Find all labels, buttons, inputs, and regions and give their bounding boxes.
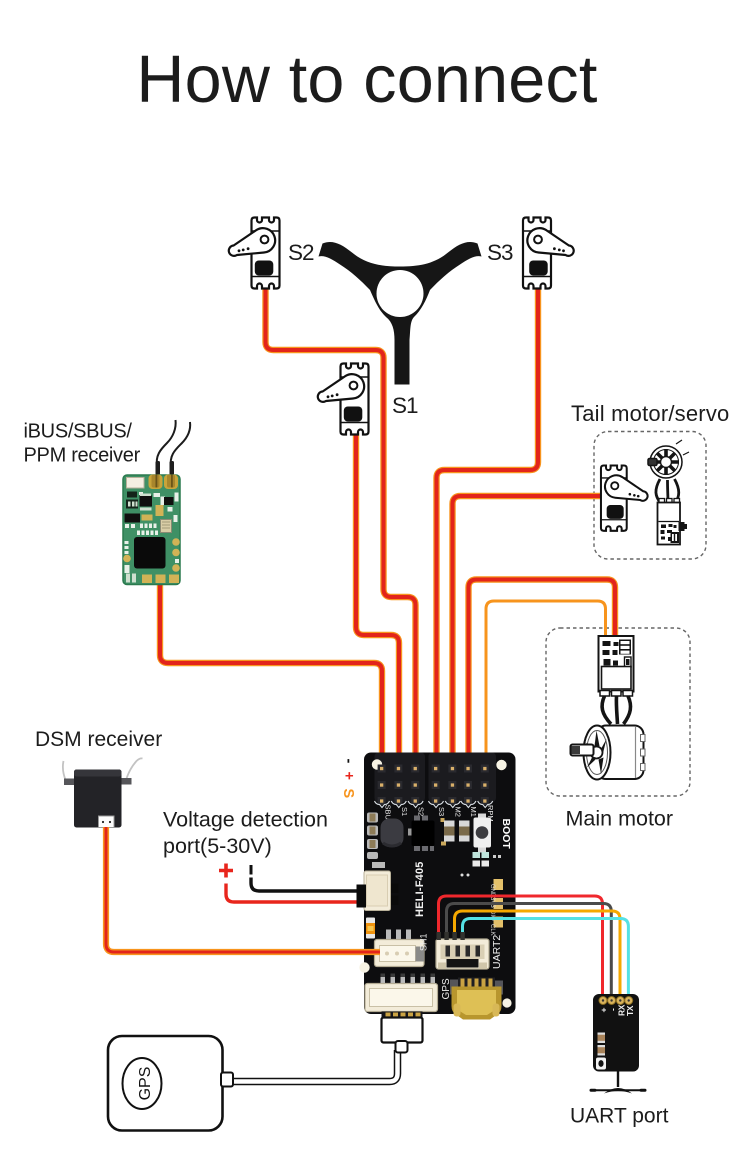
svg-text:RPM: RPM — [486, 805, 495, 822]
svg-text:S3: S3 — [437, 807, 446, 816]
svg-text:DSM receiver: DSM receiver — [35, 728, 162, 751]
svg-text:Main motor: Main motor — [566, 807, 674, 831]
svg-text:RX: RX — [617, 1004, 627, 1016]
svg-text:-: - — [341, 759, 357, 764]
svg-text:M1: M1 — [469, 807, 478, 817]
svg-text:GPS: GPS — [441, 978, 452, 999]
svg-text:S: S — [340, 789, 356, 799]
svg-text:HELI-F405: HELI-F405 — [414, 861, 426, 917]
svg-text:UART2: UART2 — [491, 935, 503, 969]
svg-text:GND: GND — [489, 884, 495, 898]
svg-text:Voltage detection: Voltage detection — [163, 808, 328, 832]
svg-text:S2: S2 — [288, 240, 314, 265]
svg-text:TX: TX — [625, 1005, 635, 1016]
svg-text:iBUS/SBUS/: iBUS/SBUS/ — [24, 421, 133, 443]
svg-text:+: + — [599, 1008, 609, 1013]
svg-text:SH1: SH1 — [419, 933, 429, 951]
svg-text:Tail motor/servo: Tail motor/servo — [571, 401, 729, 426]
svg-text:S2: S2 — [416, 807, 425, 816]
svg-text:UART port: UART port — [570, 1105, 669, 1128]
svg-text:How to connect: How to connect — [136, 43, 597, 117]
svg-text:SBUS: SBUS — [383, 805, 392, 825]
svg-text:S1: S1 — [392, 393, 418, 418]
svg-text:S3: S3 — [487, 240, 513, 265]
svg-text:DIO: DIO — [489, 910, 495, 921]
svg-text:port(5-30V): port(5-30V) — [163, 834, 272, 858]
svg-text:PPM receiver: PPM receiver — [24, 445, 141, 467]
svg-text:BOOT: BOOT — [500, 819, 512, 850]
svg-text:M2: M2 — [453, 807, 462, 817]
svg-text:+: + — [341, 772, 357, 780]
svg-text:-: - — [607, 1008, 617, 1011]
svg-text:GPS: GPS — [137, 1067, 154, 1101]
svg-text:S1: S1 — [400, 807, 409, 816]
svg-text:CLK: CLK — [489, 924, 495, 936]
